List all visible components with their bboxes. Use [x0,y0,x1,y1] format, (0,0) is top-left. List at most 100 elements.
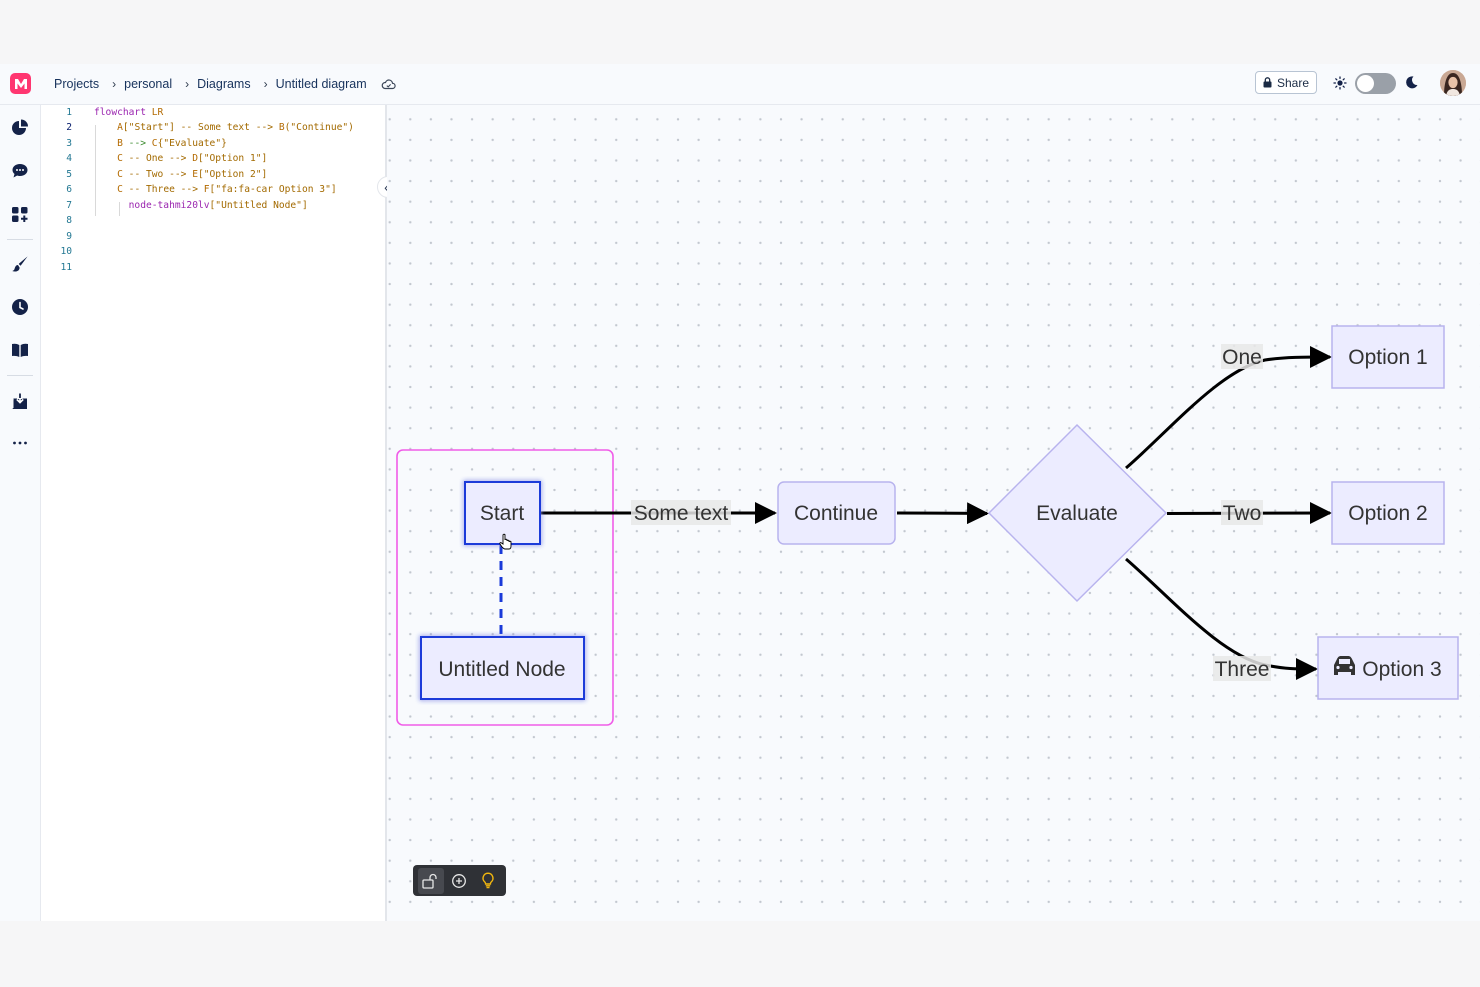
code-token: ["Option 2"] [197,168,268,180]
code-token: node-tahmi20lv [94,199,210,211]
code-token: LR [145,107,164,118]
selection-group-box[interactable] [396,449,614,726]
code-token: --> [122,137,152,149]
line-number: 9 [66,230,72,242]
breadcrumb: Projects › personal › Diagrams › Untitle… [54,64,396,104]
edge-label-bg [631,500,731,525]
breadcrumb-separator-icon: › [263,77,268,91]
edge-evaluate-option1[interactable] [1125,346,1332,470]
user-avatar[interactable] [1440,70,1466,96]
node-continue[interactable] [777,481,896,545]
sun-icon [1333,76,1347,95]
code-token: {"Evaluate"} [157,137,227,149]
edge-continue-evaluate[interactable] [896,502,989,525]
node-untitled-label: Untitled Node [438,658,565,681]
zoom-in-icon[interactable] [446,868,472,894]
breadcrumb-personal[interactable]: personal [124,77,173,91]
code-token: flowchart [94,107,146,118]
app-window: Projects › personal › Diagrams › Untitle… [0,64,1480,921]
line-number: 2 [66,122,72,134]
hand-cursor-icon [499,533,512,550]
code-text: A["Start"] -- Some text --> B("Continue"… [94,120,354,135]
code-text: flowchart LR [94,105,163,120]
code-token: A [94,122,123,134]
theme-toggle[interactable] [1355,73,1396,94]
edge-label-one: One [1222,346,1262,369]
line-number: 7 [66,199,72,211]
clock-icon[interactable] [10,297,30,317]
chart-pie-icon[interactable] [10,118,30,138]
node-option-2[interactable] [1331,481,1445,545]
breadcrumb-diagrams[interactable]: Diagrams [197,77,251,91]
edge-label-bg [1221,344,1263,369]
edge-label-bg [1213,656,1271,681]
code-token: -- Three --> [122,184,204,196]
line-number: 6 [66,184,72,196]
left-sidebar [0,105,41,921]
node-evaluate[interactable] [987,423,1168,603]
code-token: ["Untitled Node"] [209,199,308,211]
flowchart-diagram: Some text One Two Three Start Untitled N… [396,325,1459,726]
share-label: Share [1276,75,1310,90]
code-token: C [94,168,123,180]
code-token: C [94,184,123,196]
code-token: -- Some text --> [174,122,279,134]
code-token: B [278,122,285,134]
code-token: ("Continue") [284,122,354,134]
line-number: 10 [60,246,72,258]
moon-icon [1404,75,1419,95]
code-token: ["fa:fa-car Option 3"] [209,184,337,196]
code-token: F [203,184,210,196]
breadcrumb-separator-icon: › [185,77,190,91]
unlock-icon[interactable] [418,867,445,894]
node-continue-label: Continue [794,502,878,525]
sidebar-divider [7,375,33,376]
code-token: -- Two --> [122,168,193,180]
node-option-1[interactable] [1331,325,1445,389]
line-number: 4 [66,153,72,165]
node-option-2-label: Option 2 [1348,502,1427,525]
download-icon[interactable] [10,391,30,411]
line-number: 3 [66,137,72,149]
paint-brush-icon[interactable] [10,254,30,274]
lightbulb-icon[interactable] [475,868,501,894]
toggle-knob [1357,75,1374,92]
code-token: ["Start"] [122,122,175,134]
code-text: C -- One --> D["Option 1"] [94,151,267,166]
edge-evaluate-option3[interactable] [1125,557,1318,680]
node-option-3-label: Option 3 [1362,658,1441,681]
code-text: B --> C{"Evaluate"} [94,136,227,151]
breadcrumb-diagram-title[interactable]: Untitled diagram [275,77,367,91]
node-start-label: Start [480,502,525,525]
breadcrumb-projects[interactable]: Projects [54,77,100,91]
edge-label-some-text: Some text [634,502,729,525]
canvas-toolbar [413,865,506,896]
code-token: -- One --> [122,153,193,165]
share-button[interactable]: Share [1255,71,1317,94]
line-number: 1 [66,107,72,118]
edge-label-three: Three [1215,658,1270,681]
code-token: ["Option 1"] [197,153,268,165]
line-number: 8 [66,215,72,227]
chat-bubble-icon[interactable] [10,161,30,181]
code-editor[interactable]: 1 flowchart LR 2 A["Start"] -- Some text -… [41,105,387,921]
cloud-sync-icon[interactable] [381,78,396,90]
code-token: E [192,168,198,180]
indent-guide [119,202,120,216]
node-option-1-label: Option 1 [1348,346,1427,369]
code-text: C -- Three --> F["fa:fa-car Option 3"] [94,182,337,197]
node-untitled[interactable] [420,636,585,700]
add-widget-icon[interactable] [10,204,30,224]
car-icon [1334,656,1355,675]
more-icon[interactable] [10,433,30,453]
diagram-canvas[interactable]: Some text One Two Three Start Untitled N… [387,105,1480,921]
code-token: D [192,153,198,165]
indent-guide [95,125,96,216]
code-text: C -- Two --> E["Option 2"] [94,167,267,182]
code-token: C [94,153,123,165]
app-logo[interactable] [10,73,31,94]
edge-label-two: Two [1223,502,1262,525]
line-number: 11 [60,261,72,273]
book-icon[interactable] [10,340,30,360]
lock-icon [1263,77,1272,88]
